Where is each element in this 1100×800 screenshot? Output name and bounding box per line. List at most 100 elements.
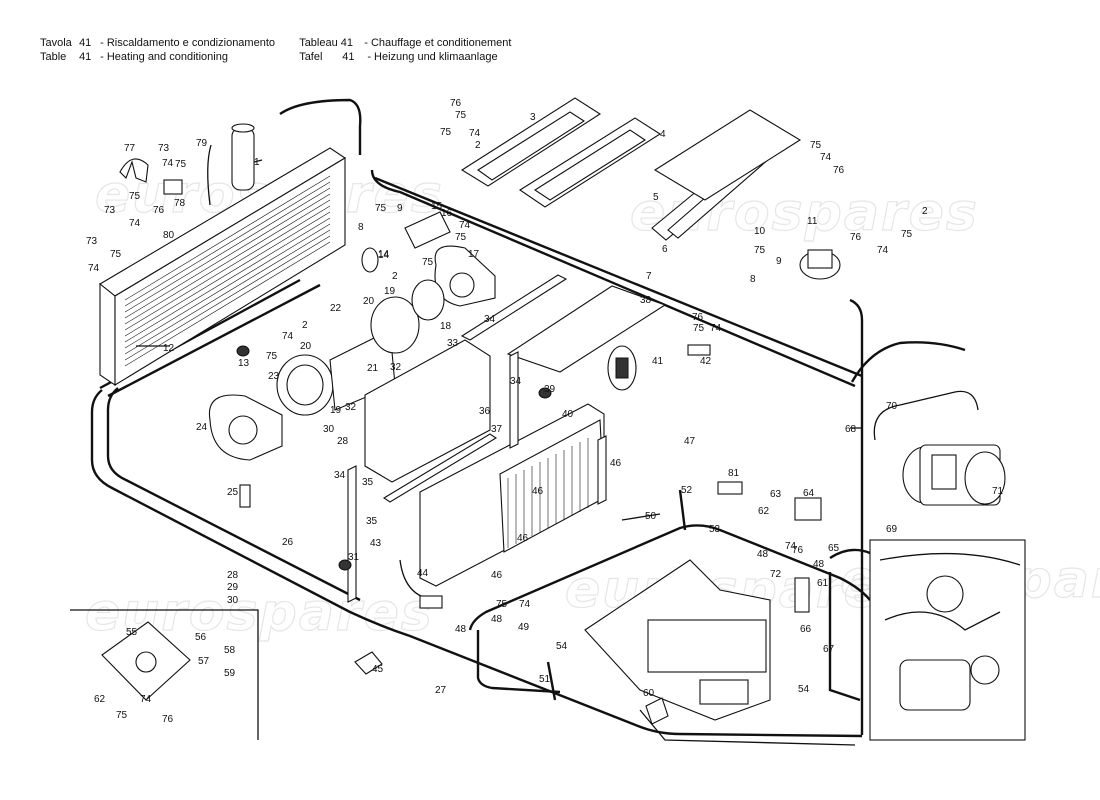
label-74f: 74 — [282, 331, 294, 342]
label-74b: 74 — [129, 218, 141, 229]
header-table-number: 41 — [79, 37, 92, 49]
label-28b: 28 — [337, 436, 349, 447]
label-10: 10 — [754, 226, 766, 237]
label-62: 62 — [758, 506, 770, 517]
label-70: 70 — [886, 401, 898, 412]
evaporator-assembly — [347, 274, 667, 603]
label-60: 60 — [643, 688, 655, 699]
small-parts — [236, 211, 841, 725]
label-48: 48 — [455, 624, 467, 635]
label-76b: 76 — [153, 205, 165, 216]
label-74e: 74 — [459, 220, 471, 231]
label-13: 13 — [238, 358, 250, 369]
label-75d: 75 — [455, 110, 467, 121]
label-29: 29 — [227, 582, 239, 593]
label-78: 78 — [174, 198, 186, 209]
leader-lines — [136, 159, 862, 521]
label-67: 67 — [823, 644, 835, 655]
label-37: 37 — [491, 424, 503, 435]
header-prefix-fr: Tableau 41 — [299, 37, 354, 49]
label-39: 39 — [544, 384, 556, 395]
label-42: 42 — [700, 356, 712, 367]
inset-frame-lines — [70, 609, 259, 740]
label-75j: 75 — [810, 140, 822, 151]
label-75b: 75 — [129, 191, 141, 202]
label-33: 33 — [447, 338, 459, 349]
label-36: 36 — [479, 406, 491, 417]
label-21: 21 — [367, 363, 379, 374]
compressor-part-71 — [873, 390, 1006, 506]
bracket-55-hole — [135, 651, 157, 673]
condenser-part-80 — [99, 147, 347, 387]
label-79: 79 — [196, 138, 208, 149]
label-74c: 74 — [88, 263, 100, 274]
label-46c: 46 — [517, 533, 529, 544]
label-3: 3 — [530, 112, 536, 123]
label-71: 71 — [992, 486, 1004, 497]
label-46b: 46 — [532, 486, 544, 497]
label-28: 28 — [227, 570, 239, 581]
label-75h: 75 — [422, 257, 434, 268]
label-66: 66 — [800, 624, 812, 635]
label-73: 73 — [158, 143, 170, 154]
part-number-labels: 1 2 3 4 5 6 7 8 9 10 11 12 13 14 15 16 1… — [86, 98, 1004, 725]
label-54: 54 — [556, 641, 568, 652]
label-73b: 73 — [104, 205, 116, 216]
label-9b: 9 — [776, 256, 782, 267]
label-61: 61 — [817, 578, 829, 589]
label-27: 27 — [435, 685, 447, 696]
label-76e: 76 — [692, 312, 704, 323]
label-75i: 75 — [266, 351, 278, 362]
label-75e: 75 — [440, 127, 452, 138]
label-45: 45 — [372, 664, 384, 675]
label-55: 55 — [126, 627, 138, 638]
label-77: 77 — [124, 143, 136, 154]
label-81: 81 — [728, 468, 740, 479]
label-75m: 75 — [693, 323, 705, 334]
label-34c: 34 — [334, 470, 346, 481]
label-5: 5 — [653, 192, 659, 203]
label-41: 41 — [652, 356, 664, 367]
header-title-italian: - Riscaldamento e condizionamento — [100, 37, 275, 49]
label-75: 75 — [175, 159, 187, 170]
label-68: 68 — [845, 424, 857, 435]
ducts-3-4-5-6 — [460, 97, 802, 241]
label-35: 35 — [362, 477, 374, 488]
label-74i: 74 — [710, 323, 722, 334]
clamp-bracket-part-77 — [119, 158, 149, 183]
label-7: 7 — [646, 271, 652, 282]
label-74: 74 — [162, 158, 174, 169]
label-58: 58 — [224, 645, 236, 656]
label-19: 19 — [384, 286, 396, 297]
label-2d: 2 — [302, 320, 308, 331]
label-8: 8 — [358, 222, 364, 233]
label-75k: 75 — [901, 229, 913, 240]
label-16: 16 — [441, 208, 453, 219]
label-57: 57 — [198, 656, 210, 667]
label-14b: 14 — [378, 250, 390, 261]
header-table-number-en: 41 — [79, 51, 92, 63]
header-prefix-de: Tafel — [299, 51, 323, 63]
label-59: 59 — [224, 668, 236, 679]
label-26: 26 — [282, 537, 294, 548]
header-line-2: Table 41 - Heating and conditioning Tafe… — [40, 51, 498, 64]
label-75o: 75 — [116, 710, 128, 721]
label-52: 52 — [681, 485, 693, 496]
label-35b: 35 — [366, 516, 378, 527]
label-75f: 75 — [375, 203, 387, 214]
label-63: 63 — [770, 489, 782, 500]
label-9: 9 — [397, 203, 403, 214]
refrigerant-pipes — [90, 98, 966, 746]
label-19b: 19 — [330, 405, 342, 416]
label-74d: 74 — [469, 128, 481, 139]
label-4: 4 — [660, 129, 666, 140]
label-80: 80 — [163, 230, 175, 241]
label-43: 43 — [370, 538, 382, 549]
label-17: 17 — [468, 249, 480, 260]
header-title-french: - Chauffage et conditionement — [364, 37, 512, 49]
label-22: 22 — [330, 303, 342, 314]
label-11: 11 — [807, 216, 818, 227]
label-76g: 76 — [162, 714, 174, 725]
header-table-number-de: 41 — [342, 51, 355, 63]
